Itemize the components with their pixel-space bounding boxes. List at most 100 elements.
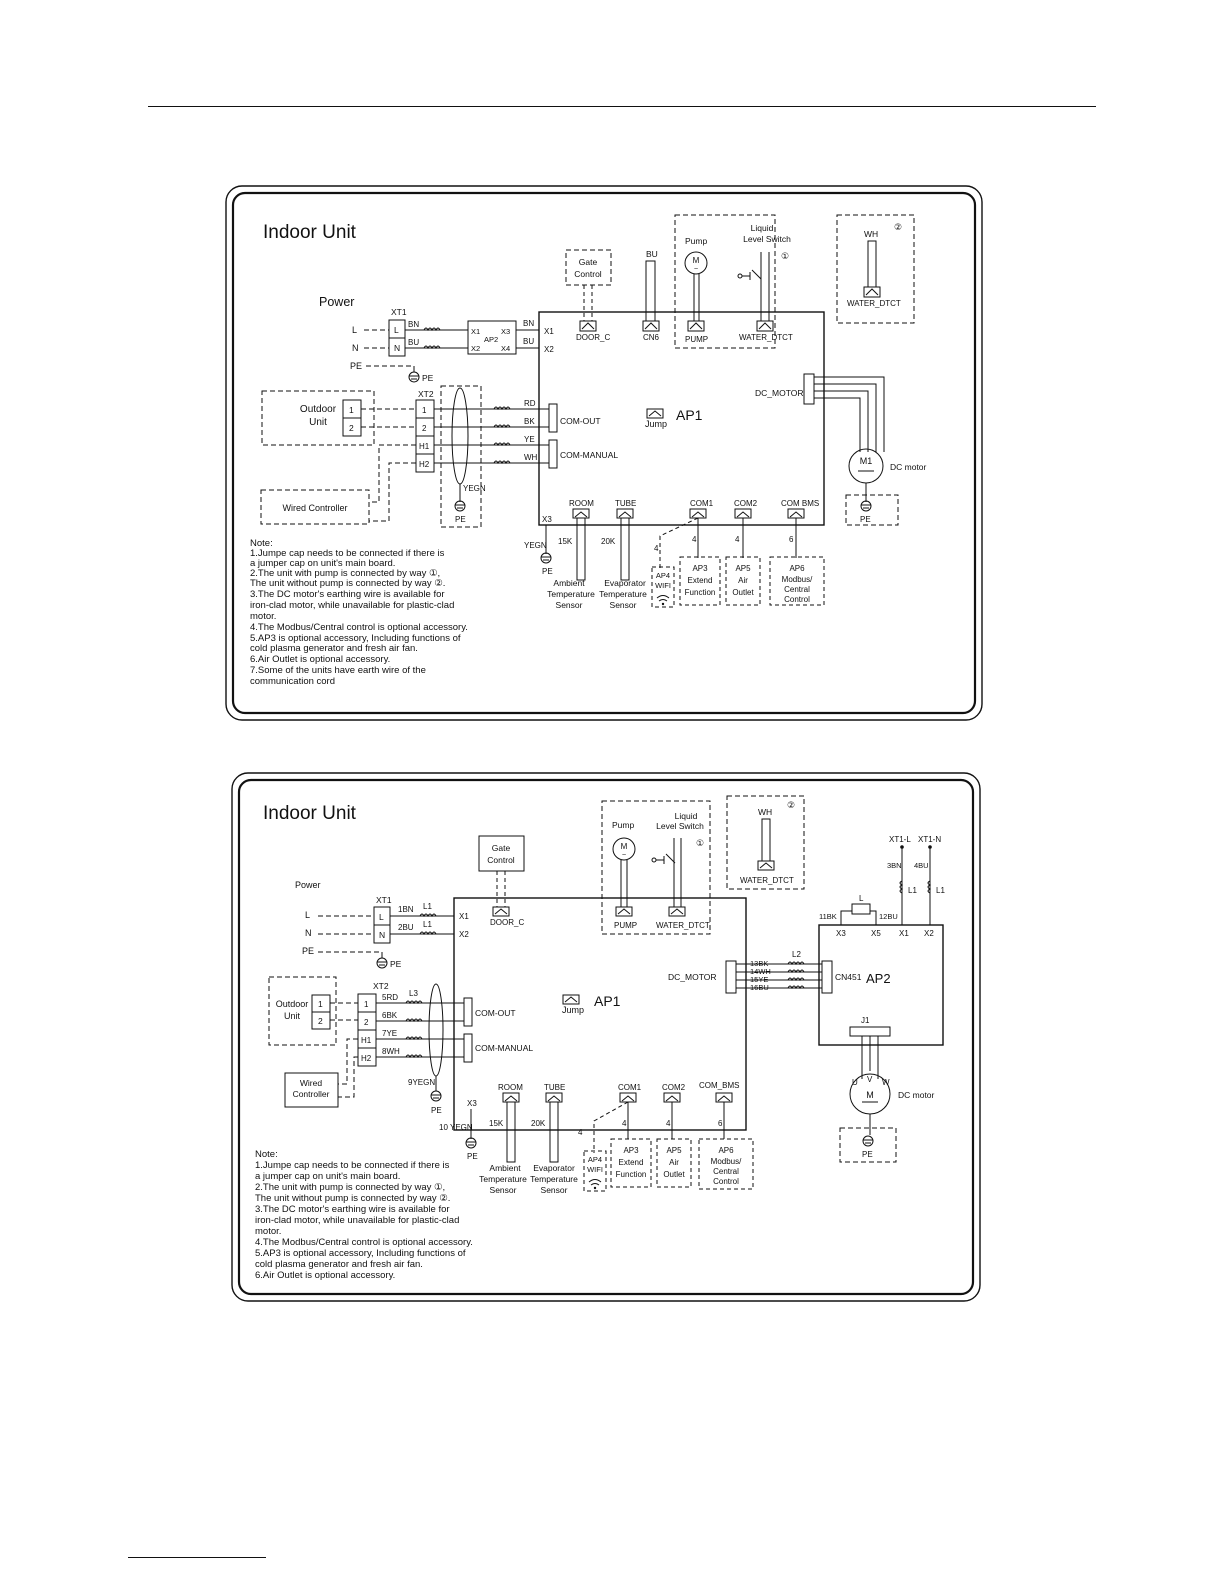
outdoor-unit-box <box>268 976 337 1046</box>
ap1-x3: X3 <box>467 1099 477 1108</box>
ap2-x1: X1 <box>471 327 480 336</box>
ap1-x1: X1 <box>544 327 554 336</box>
wired-controller-box <box>284 1072 339 1108</box>
note-line: motor. <box>255 1226 281 1237</box>
tube-connector <box>545 1092 563 1103</box>
ground-pe-label: PE <box>390 959 402 969</box>
com-manual-label: COM-MANUAL <box>475 1043 533 1053</box>
wire-7ye: 7YE <box>382 1029 397 1038</box>
ambient-sensor-label: Ambient <box>553 578 585 588</box>
room-connector <box>502 1092 520 1103</box>
cn6-connector <box>642 320 660 332</box>
ap5-line2: Outlet <box>732 588 754 597</box>
ap6-box <box>698 1138 754 1190</box>
ambient-sensor-label: Ambient <box>489 1163 521 1173</box>
com-bms-connector <box>787 508 805 519</box>
com-manual-connector <box>463 1033 473 1063</box>
ground-icon <box>862 1135 874 1147</box>
ambient-sensor-icon <box>506 1101 516 1163</box>
note-line: 3.The DC motor's earthing wire is availa… <box>255 1204 450 1215</box>
ap1-x1: X1 <box>459 912 469 921</box>
ap1-x2: X2 <box>459 930 469 939</box>
ground-icon <box>540 552 552 564</box>
note-line: 4.The Modbus/Central control is optional… <box>255 1237 473 1248</box>
diagram1-title: Indoor Unit <box>263 222 357 243</box>
ap5-line2: Outlet <box>663 1170 685 1179</box>
power-l-label: L <box>352 325 357 335</box>
ambient-sensor-label-3: Sensor <box>490 1185 517 1195</box>
wire-8wh: 8WH <box>382 1047 400 1056</box>
diagram2-notes: Note: 1.Jumpe cap needs to be connected … <box>255 1149 473 1281</box>
xt1-l-terminal: L <box>379 912 384 922</box>
pump-connector <box>615 906 633 917</box>
note-line: The unit without pump is connected by wa… <box>250 578 445 589</box>
evaporator-sensor-icon <box>620 517 630 581</box>
ambient-sensor-icon <box>576 517 586 581</box>
gate-control-box <box>478 835 525 872</box>
door-c-connector <box>492 906 510 917</box>
com1-wire-count: 4 <box>692 535 697 544</box>
ap2-x2: X2 <box>924 929 934 938</box>
pump-m: M <box>693 256 700 265</box>
ap1-label: AP1 <box>594 993 621 1009</box>
evaporator-sensor-label: Evaporator <box>533 1163 575 1173</box>
x3-pe-label: PE <box>467 1152 478 1161</box>
ap6-line1: Modbus/ <box>782 575 813 584</box>
note-line: 1.Jumpe cap needs to be connected if the… <box>250 548 445 559</box>
motor-pe-label: PE <box>862 1150 873 1159</box>
pump-label: Pump <box>685 236 707 246</box>
wiring-diagram-2: Indoor Unit Power AP1 Jump XT1 L N L N P… <box>230 771 982 1303</box>
dc-motor-connector <box>725 960 737 994</box>
shield-pe-label: PE <box>455 515 466 524</box>
liquid-switch-label-2: Level Switch <box>656 821 704 831</box>
float-switch-icon <box>651 853 676 864</box>
ap6-line3: Control <box>784 595 810 604</box>
ap4-wifi-box <box>651 566 675 608</box>
xt2-terminal-1: 1 <box>364 1000 369 1009</box>
evaporator-sensor-label-3: Sensor <box>610 600 637 610</box>
diagram2-title: Indoor Unit <box>263 803 357 824</box>
ambient-sensor-value: 15K <box>489 1119 504 1128</box>
com-bms-label: COM BMS <box>781 499 819 508</box>
way2-box <box>726 795 805 890</box>
dc-motor-m1: M1 <box>860 456 873 466</box>
pump-connector-label: PUMP <box>685 335 708 344</box>
ground-icon <box>376 957 388 969</box>
com2-connector <box>734 508 752 519</box>
wire-12bu: 12BU <box>879 912 898 921</box>
power-n-label: N <box>352 343 359 353</box>
inductor-icon <box>419 913 437 918</box>
way2-wh-label: WH <box>864 229 878 239</box>
shield-yegn-label: YEGN <box>463 484 486 493</box>
way2-box <box>836 214 915 324</box>
power-pe-label: PE <box>302 946 314 956</box>
wiring-diagram-1: Indoor Unit Power AP1 Jump XT1 L N L N P… <box>224 184 984 722</box>
pump-motor-icon <box>612 837 636 861</box>
wire-bk-label: BK <box>524 417 535 426</box>
pump-label: Pump <box>612 820 634 830</box>
wifi-label: WIFI <box>655 581 671 590</box>
dc-motor-label: DC motor <box>898 1090 935 1100</box>
outdoor-terminal-1: 1 <box>318 999 323 1009</box>
wire-2bu-label: 2BU <box>398 923 414 932</box>
gate-control-label: Gate <box>579 257 598 267</box>
ground-icon <box>430 1090 442 1102</box>
ap6-box <box>769 556 825 606</box>
ground-icon <box>860 500 872 512</box>
wire-10yegn: 10 YEGN <box>439 1123 473 1132</box>
motor-v: V <box>867 1075 873 1084</box>
wired-controller-label: Wired <box>300 1078 322 1088</box>
inductor-l2-label: L2 <box>792 950 801 959</box>
xt1-label: XT1 <box>376 895 392 905</box>
note-line: 2.The unit with pump is connected by way… <box>250 568 440 579</box>
diagram1-power-label: Power <box>319 295 354 309</box>
xt2-label: XT2 <box>373 981 389 991</box>
wifi-icon <box>588 1179 602 1190</box>
way2-marker: ② <box>787 800 795 810</box>
jump-label: Jump <box>562 1005 584 1015</box>
ap6-label: AP6 <box>718 1146 734 1155</box>
water-dtct-label: WATER_DTCT <box>739 333 793 342</box>
ap2-j1: J1 <box>861 1016 870 1025</box>
bms-wire-count: 6 <box>718 1119 723 1128</box>
footnote-rule <box>128 1557 266 1558</box>
